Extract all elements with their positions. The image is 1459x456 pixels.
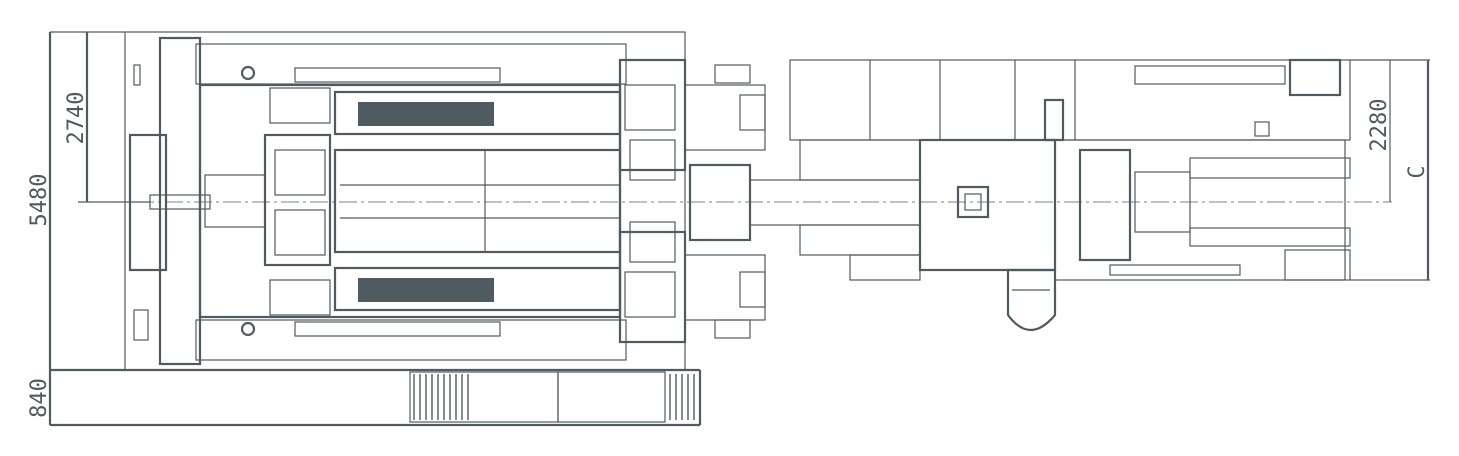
base-platform	[409, 371, 695, 423]
press-main-frame	[124, 31, 921, 371]
dim-c: C	[1405, 165, 1430, 178]
dim-2280: 2280	[1367, 99, 1392, 152]
dim-2740: 2740	[64, 92, 89, 145]
right-carriage	[789, 58, 1351, 331]
dim-5480: 5480	[27, 174, 52, 227]
dim-840: 840	[27, 378, 52, 418]
dimension-lines-right	[1350, 59, 1430, 281]
